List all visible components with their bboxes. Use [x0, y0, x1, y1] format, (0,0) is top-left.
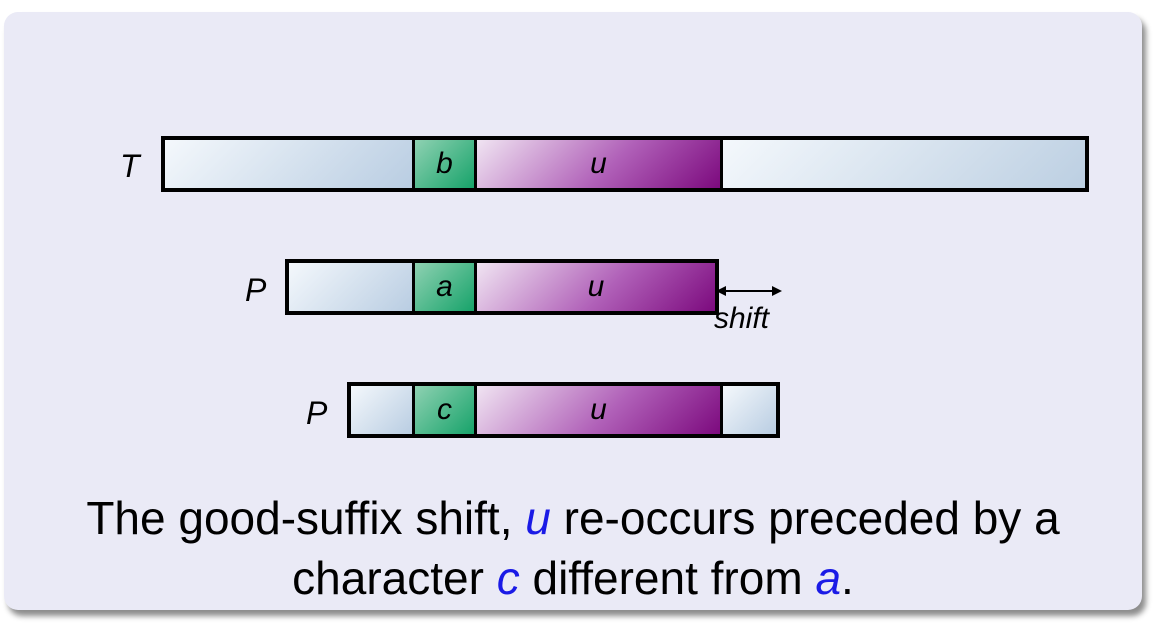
caption-text: character — [292, 552, 484, 604]
text-mismatch-cell: b — [412, 140, 474, 188]
pattern-bottom-char-cell: c — [412, 386, 474, 434]
caption: The good-suffix shift, u re-occurs prece… — [4, 488, 1142, 608]
pattern-bottom-suffix-cell: u — [474, 386, 720, 434]
caption-var-c: c — [496, 552, 520, 604]
pattern-top-strip: a u — [285, 259, 719, 315]
pattern-bottom-remainder-cell — [720, 386, 776, 434]
caption-text: different from — [532, 552, 803, 604]
text-suffix-cell: u — [474, 140, 720, 188]
pattern-top-label: P — [245, 272, 267, 308]
caption-text: The good-suffix shift, — [86, 492, 513, 544]
pattern-bottom-prefix-cell — [351, 386, 412, 434]
shift-arrow-icon — [716, 286, 782, 296]
pattern-top-suffix-cell: u — [474, 263, 715, 311]
shift-label: shift — [714, 302, 770, 335]
pattern-bottom-strip: c u — [347, 382, 780, 438]
caption-text: re-occurs preceded by a — [563, 492, 1060, 544]
text-prefix-cell — [165, 140, 412, 188]
text-row-label: T — [120, 148, 140, 184]
caption-text: . — [841, 552, 854, 604]
pattern-top-mismatch-cell: a — [412, 263, 474, 311]
caption-var-a: a — [815, 552, 842, 604]
caption-line-2: character c different from a. — [4, 548, 1142, 608]
pattern-bottom-label: P — [306, 395, 328, 431]
pattern-top-prefix-cell — [289, 263, 412, 311]
text-strip: b u — [161, 136, 1089, 192]
caption-var-u: u — [525, 492, 551, 544]
caption-line-1: The good-suffix shift, u re-occurs prece… — [4, 488, 1142, 548]
text-remainder-cell — [720, 140, 1085, 188]
